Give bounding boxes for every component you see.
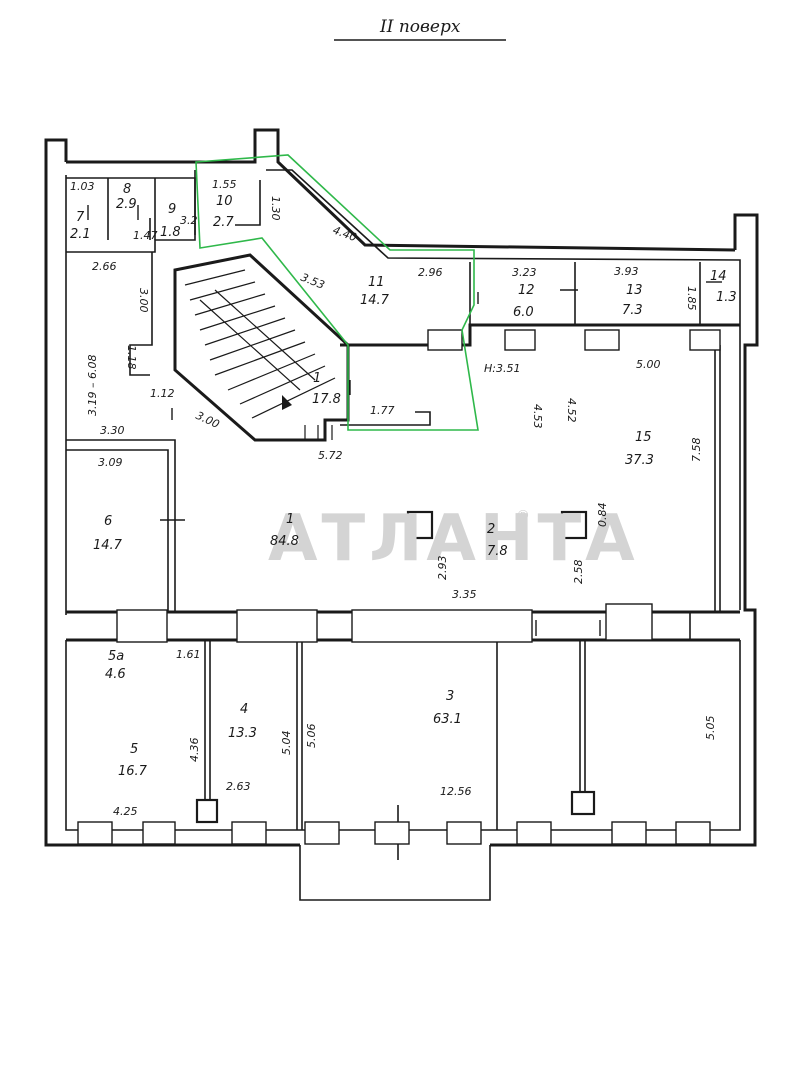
dimension-label: 2.93 [436,556,449,581]
dimension-label: 2.58 [572,560,585,585]
room-area: 17.8 [312,392,341,407]
room-number: 4 [240,702,248,717]
dimension-label: 3.23 [512,266,537,279]
dimension-label: 4.36 [188,738,201,763]
room-number: 13 [626,283,643,298]
room-area: 84.8 [270,534,299,549]
room-area: 2.7 [213,215,234,230]
dimension-label: 1.55 [212,178,237,191]
watermark: АТЛАНТА [268,502,639,576]
dimension-label: 5.06 [305,724,318,749]
dimension-label: 1.12 [150,387,175,400]
room-area: 14.7 [93,538,123,553]
room-number: 1 [313,371,321,386]
dimension-label: 3.93 [614,265,639,278]
room-number: 9 [168,202,176,217]
room-area: 14.7 [360,293,390,308]
room-number: 3 [446,689,454,704]
dimension-label: 5.05 [704,716,717,741]
dimension-label: 1.61 [176,648,201,661]
dimension-label: 5.04 [280,731,293,756]
dimension-label: 3.30 [100,424,125,437]
dimension-label: 1.03 [70,180,95,193]
dimension-label: H:3.51 [484,362,520,375]
highlighted-area [195,154,479,431]
room-number: 7 [76,210,85,225]
dimension-label: 1.85 [685,286,698,311]
room-area: 37.3 [625,453,654,468]
room-area: 13.3 [228,726,257,741]
room-area: 7.3 [622,303,643,318]
room-number: 2 [487,522,495,537]
dimension-label: 2.96 [418,266,443,279]
room-number: 5а [108,649,124,664]
dimension-label: 2.63 [226,780,251,793]
dimension-label: 5.72 [318,449,343,462]
floor-title: II поверх [379,17,461,37]
room-number: 10 [216,194,233,209]
room-number: 15 [635,430,652,445]
room-area: 6.0 [513,305,534,320]
partition-blocks [116,603,653,643]
dimension-label: 4.53 [531,404,544,429]
dimension-label: 1.77 [370,404,395,417]
windows-row [427,329,721,351]
staircase [184,269,336,440]
dimension-labels: 1.03 1.55 1.30 4.40 3.53 2.96 3.23 3.93 … [70,178,717,818]
dimension-label: 1.18 [125,345,138,370]
dimension-label: 3.35 [452,588,477,601]
dimension-label: 3.00 [194,409,222,431]
door-marks [87,205,722,636]
windows-bottom [77,821,711,845]
room-area: 2.1 [70,227,91,242]
room-number: 6 [104,514,112,529]
room-number: 5 [130,742,138,757]
dimension-label: 0.84 [596,503,609,528]
columns [195,510,596,824]
dimension-label: 3.09 [98,456,123,469]
dimension-label: 4.25 [113,805,138,818]
room-area: 16.7 [118,764,148,779]
room-area: 4.6 [105,667,126,682]
dimension-label: 3.2 [180,214,198,227]
dimension-label: 4.52 [565,398,578,423]
dimension-label: 2.66 [92,260,117,273]
room-area: 63.1 [433,712,462,727]
room-area: 7.8 [487,544,508,559]
dimension-label: 1.47 [133,229,158,242]
room-area: 2.9 [116,197,137,212]
dimension-label: 12.56 [440,785,472,798]
room-number: 1 [286,512,294,527]
dimension-label: 1.30 [269,196,282,221]
room-number: 8 [123,182,131,197]
room-number: 12 [518,283,535,298]
dimension-label: 3.00 [137,288,150,313]
dimension-label: 5.00 [636,358,661,371]
room-area: 1.8 [160,225,181,240]
room-labels: 1 17.8 1 84.8 2 7.8 3 63.1 4 13.3 5 16.7… [70,182,737,779]
watermark-registered-mark: ® [516,508,530,524]
room-number: 11 [368,275,385,290]
dimension-label: 3.19 – 6.08 [86,355,99,416]
dimension-label: 7.58 [690,438,703,463]
room-area: 1.3 [716,290,737,305]
room-number: 14 [710,269,727,284]
